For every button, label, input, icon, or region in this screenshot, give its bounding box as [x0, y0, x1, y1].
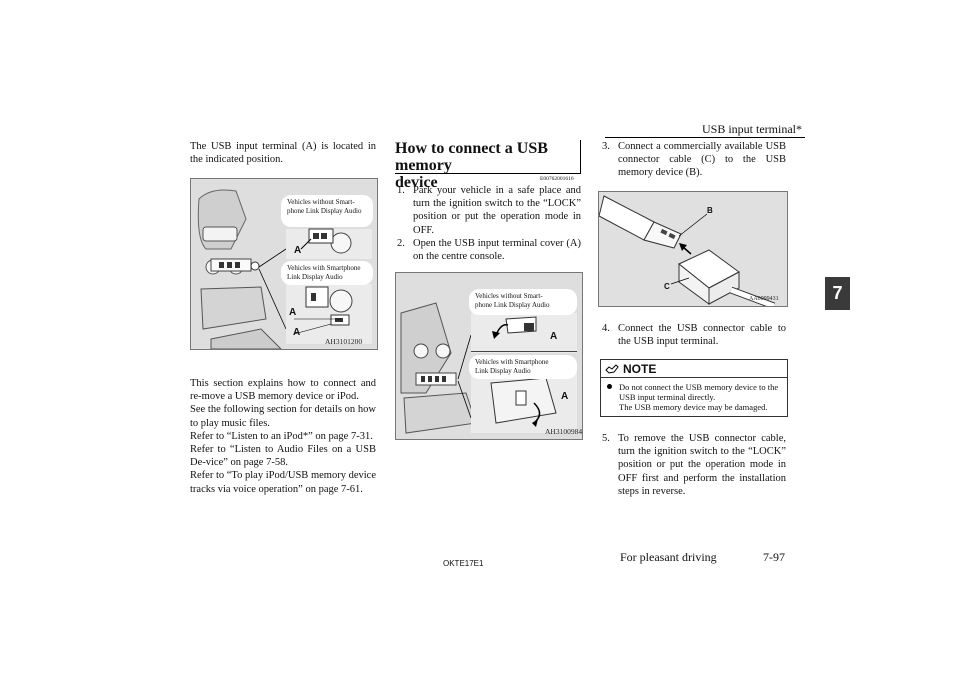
figure-id: AH3100984: [545, 427, 583, 436]
step-number: 5.: [602, 433, 610, 444]
label-line: phone Link Display Audio: [475, 300, 550, 309]
label-line: Vehicles without Smart-: [475, 292, 543, 300]
step-text: Connect the USB connector cable to the U…: [618, 323, 786, 348]
usb-cable-illustration: [599, 192, 787, 306]
step-5: 5. To remove the USB connector cable, tu…: [602, 432, 786, 498]
paragraph: See the following section for details on…: [190, 404, 376, 429]
note-hand-icon: [605, 363, 619, 374]
label-line: Link Display Audio: [475, 366, 531, 375]
step-4: 4. Connect the USB connector cable to th…: [602, 322, 786, 348]
marker-a-mid: A: [289, 307, 297, 318]
step-number: 3.: [602, 141, 610, 152]
paragraph: Refer to “Listen to Audio Files on a USB…: [190, 444, 376, 469]
section-rule: [395, 173, 581, 174]
label-line: Vehicles with Smartphone: [287, 264, 361, 272]
marker-a-bottom: A: [293, 327, 301, 338]
label-line: Vehicles with Smartphone: [475, 358, 549, 366]
marker-a-top: A: [550, 331, 558, 342]
step-1: 1. Park your vehicle in a safe place and…: [397, 184, 581, 237]
figure-id: AA0099431: [749, 296, 779, 302]
section-rule-vertical: [580, 140, 581, 174]
note-box: NOTE Do not connect the USB memory devic…: [600, 359, 788, 417]
paragraph: Refer to “Listen to an iPod*” on page 7-…: [190, 430, 373, 442]
label-without-smartphone-link: Vehicles without Smart- phone Link Displ…: [281, 195, 373, 227]
usb-cable-figure: B C AA0099431: [598, 191, 788, 307]
label-divider: [471, 351, 577, 352]
label-c: C: [664, 282, 670, 291]
section-title-line: How to connect a USB memory: [395, 140, 548, 174]
footer-section: For pleasant driving: [620, 550, 717, 564]
running-header: USB input terminal*: [702, 122, 802, 136]
step-2: 2. Open the USB input terminal cover (A)…: [397, 237, 581, 263]
label-line: Vehicles without Smart-: [287, 198, 355, 206]
step-text: Open the USB input terminal cover (A) on…: [413, 238, 581, 263]
section-title: How to connect a USB memory device: [395, 140, 581, 191]
paragraph: This section explains how to connect and…: [190, 378, 376, 403]
usb-cover-figure: Vehicles without Smart- phone Link Displ…: [395, 272, 583, 440]
label-with-smartphone-link: Vehicles with Smartphone Link Display Au…: [281, 261, 373, 285]
step-number: 2.: [397, 238, 405, 249]
marker-a-bottom: A: [561, 391, 569, 402]
header-rule: [605, 137, 805, 138]
bullet-icon: [607, 384, 612, 389]
step-text: To remove the USB connector cable, turn …: [618, 433, 786, 497]
label-without-smartphone-link: Vehicles without Smart- phone Link Displ…: [469, 289, 577, 315]
page-number: 7-97: [763, 550, 785, 564]
paragraph: Refer to “To play iPod/USB memory device…: [190, 470, 376, 495]
label-line: phone Link Display Audio: [287, 206, 362, 215]
footer-code: OKTE17E1: [443, 559, 484, 568]
step-number: 4.: [602, 323, 610, 334]
note-line: Do not connect the USB memory device to …: [619, 382, 779, 403]
note-title: NOTE: [623, 361, 657, 376]
step-number: 1.: [397, 185, 405, 196]
usb-location-figure: Vehicles without Smart- phone Link Displ…: [190, 178, 378, 350]
step-3: 3. Connect a commercially available USB …: [602, 140, 786, 180]
marker-a-top: A: [294, 245, 302, 256]
label-line: Link Display Audio: [287, 272, 343, 281]
step-text: Connect a commercially available USB con…: [618, 141, 786, 179]
note-body: Do not connect the USB memory device to …: [601, 378, 787, 417]
section-code: E00762001616: [540, 176, 574, 182]
note-line: The USB memory device may be damaged.: [619, 402, 768, 413]
note-header: NOTE: [601, 360, 787, 378]
label-with-smartphone-link: Vehicles with Smartphone Link Display Au…: [469, 355, 577, 379]
figure-id: AH3101200: [325, 337, 363, 346]
step-text: Park your vehicle in a safe place and tu…: [413, 185, 581, 236]
section-title-line: device: [395, 174, 438, 191]
chapter-tab: 7: [825, 277, 850, 310]
intro-paragraph: The USB input terminal (A) is located in…: [190, 141, 376, 166]
left-body: This section explains how to connect and…: [190, 377, 376, 496]
label-b: B: [707, 206, 713, 215]
